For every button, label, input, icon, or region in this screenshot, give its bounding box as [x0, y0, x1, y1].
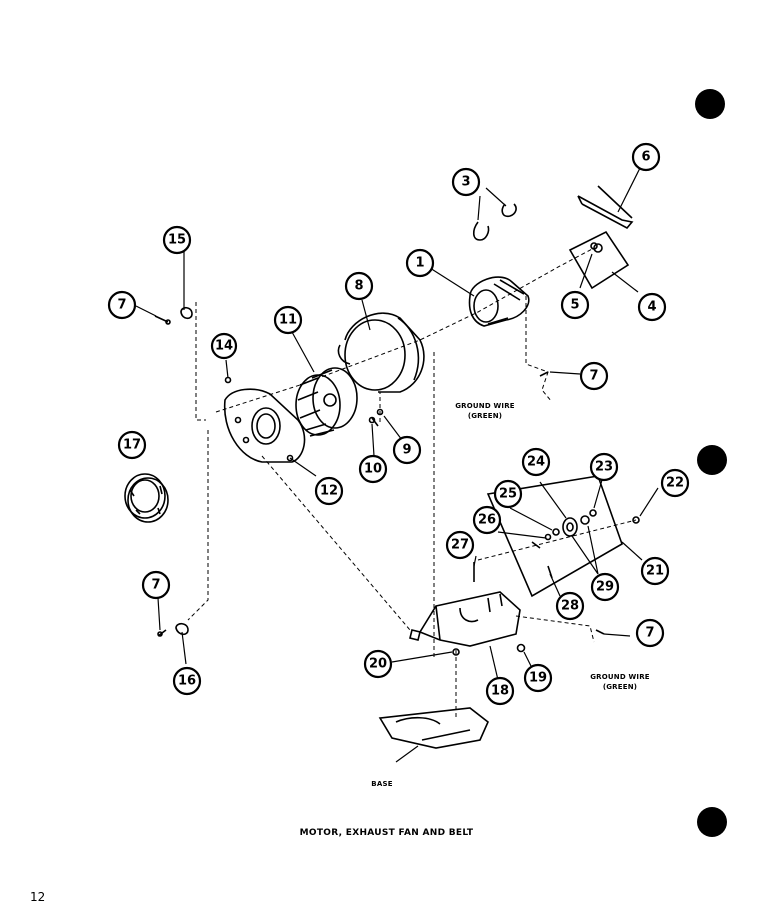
svg-text:10: 10 [364, 462, 382, 477]
svg-text:20: 20 [369, 657, 387, 672]
motor-part [468, 276, 530, 327]
svg-text:6: 6 [641, 150, 650, 165]
diagram-caption: MOTOR, EXHAUST FAN AND BELT [299, 828, 474, 838]
callout-7-left: 7 [107, 290, 137, 320]
svg-text:18: 18 [491, 684, 509, 699]
callout-22: 22 [660, 468, 690, 498]
idler-arm-part [486, 475, 623, 598]
callout-20: 20 [363, 649, 393, 679]
callout-23: 23 [589, 452, 619, 482]
base-label: BASE [371, 780, 392, 788]
svg-text:23: 23 [595, 460, 613, 475]
callout-10: 10 [358, 454, 388, 484]
callout-21: 21 [640, 556, 670, 586]
callout-7-ground-upper: 7 [579, 361, 609, 391]
callout-18: 18 [485, 676, 515, 706]
svg-text:28: 28 [561, 599, 579, 614]
callout-6: 6 [631, 142, 661, 172]
callout-7-lower-left: 7 [141, 570, 171, 600]
svg-text:29: 29 [596, 580, 614, 595]
callout-1: 1 [405, 248, 435, 278]
svg-text:1: 1 [415, 256, 424, 271]
callout-17: 17 [117, 430, 147, 460]
binder-hole-top [695, 89, 725, 119]
callout-4: 4 [637, 292, 667, 322]
callout-14: 14 [210, 332, 238, 360]
callout-16: 16 [172, 666, 202, 696]
binder-hole-bottom [697, 807, 727, 837]
svg-text:24: 24 [527, 455, 545, 470]
svg-text:11: 11 [279, 313, 297, 328]
assembly-lines [187, 247, 637, 720]
callout-3: 3 [451, 167, 481, 197]
callout-29: 29 [590, 572, 620, 602]
fan-cover-plate-part [223, 388, 306, 463]
svg-text:8: 8 [354, 279, 363, 294]
motor-mount-bracket-part [409, 591, 521, 647]
svg-text:16: 16 [178, 674, 196, 689]
svg-text:12: 12 [320, 484, 338, 499]
svg-text:26: 26 [478, 513, 496, 528]
callout-19: 19 [523, 663, 553, 693]
callout-25: 25 [493, 479, 523, 509]
seal-ring-part [124, 473, 169, 523]
leader-lines [135, 167, 659, 763]
callout-15: 15 [162, 225, 192, 255]
blower-housing-part [337, 312, 425, 393]
callout-8: 8 [344, 271, 374, 301]
svg-text:19: 19 [529, 671, 547, 686]
callout-24: 24 [521, 447, 551, 477]
svg-text:4: 4 [647, 300, 656, 315]
svg-text:17: 17 [123, 438, 141, 453]
svg-text:22: 22 [666, 476, 684, 491]
svg-text:21: 21 [646, 564, 664, 579]
base-part [378, 707, 489, 749]
svg-text:27: 27 [451, 538, 469, 553]
belt-part [577, 185, 634, 230]
svg-text:9: 9 [402, 443, 411, 458]
callout-7-ground-lower: 7 [635, 618, 665, 648]
callout-9: 9 [392, 435, 422, 465]
callout-26: 26 [472, 505, 502, 535]
idler-bracket-part [568, 230, 630, 290]
ground-wire-label-lower: GROUND WIRE [590, 673, 650, 681]
ground-wire-label-upper-color: (GREEN) [468, 412, 502, 420]
svg-text:5: 5 [570, 298, 579, 313]
svg-text:14: 14 [215, 339, 233, 354]
binder-hole-middle [697, 445, 727, 475]
svg-text:3: 3 [461, 175, 470, 190]
callout-12: 12 [314, 476, 344, 506]
svg-text:7: 7 [645, 626, 654, 641]
page-number: 12 [30, 890, 46, 904]
motor-clips-part [472, 203, 517, 241]
ground-wire-label-upper: GROUND WIRE [455, 402, 515, 410]
svg-text:7: 7 [151, 578, 160, 593]
ground-wire-label-lower-color: (GREEN) [603, 683, 637, 691]
callout-28: 28 [555, 591, 585, 621]
callout-27: 27 [445, 530, 475, 560]
svg-text:25: 25 [499, 487, 517, 502]
svg-text:15: 15 [168, 233, 186, 248]
svg-text:7: 7 [589, 369, 598, 384]
svg-text:7: 7 [117, 298, 126, 313]
callout-11: 11 [273, 305, 303, 335]
fan-wheel-part [295, 367, 358, 437]
callout-5: 5 [560, 290, 590, 320]
